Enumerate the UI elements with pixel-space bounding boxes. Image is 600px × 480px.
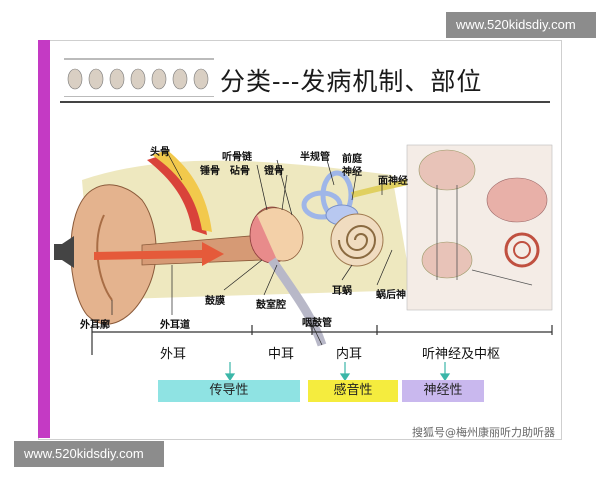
label-auricle: 外耳廓 [80, 320, 110, 331]
ear-thumbnail-strip [64, 55, 214, 101]
label-retrocochlear-nerve: 蜗后神 [376, 290, 406, 301]
label-eardrum: 鼓膜 [205, 296, 225, 307]
label-skull: 头骨 [150, 147, 170, 158]
label-ossicular-chain: 听骨链 [222, 152, 252, 163]
label-incus: 砧骨 [230, 166, 250, 177]
label-stapes: 镫骨 [264, 166, 284, 177]
ear-anatomy-illustration [54, 144, 553, 355]
label-ear-canal: 外耳道 [160, 320, 190, 331]
category-conductive: 传导性 [158, 380, 300, 402]
section-inner-ear: 内耳 [336, 347, 363, 362]
label-vestibular-nerve: 神经 [342, 167, 362, 178]
label-semicircular-canal: 半规管 [300, 152, 330, 163]
label-eustachian-tube: 咽鼓管 [302, 318, 332, 329]
speaker-icon [54, 236, 74, 268]
slide-accent-bar [38, 40, 50, 438]
source-credit: 搜狐号@梅州康丽听力助听器 [412, 426, 555, 439]
label-facial-nerve: 面神经 [378, 176, 408, 187]
label-malleus: 锤骨 [200, 166, 220, 177]
section-outer-ear: 外耳 [160, 347, 187, 362]
category-sensorineural: 感音性 [308, 380, 398, 402]
category-neural: 神经性 [402, 380, 484, 402]
label-tympanic-cavity: 鼓室腔 [256, 300, 286, 311]
label-cochlea: 耳蜗 [332, 286, 352, 297]
section-middle-ear: 中耳 [268, 347, 295, 362]
label-vestibule: 前庭 [342, 154, 362, 165]
slide-title: 分类---发病机制、部位 [220, 67, 483, 96]
section-auditory-nerve-center: 听神经及中枢 [422, 347, 501, 362]
watermark-bottom: www.520kidsdiy.com [14, 441, 164, 467]
watermark-top: www.520kidsdiy.com [446, 12, 596, 38]
title-rule [60, 101, 550, 103]
